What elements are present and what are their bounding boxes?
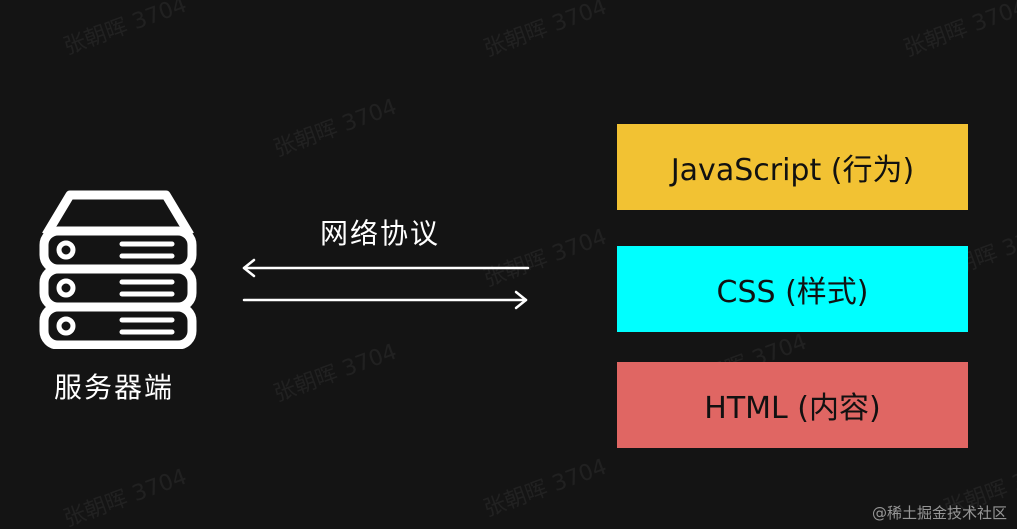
watermark: 张朝晖 3704 xyxy=(60,464,191,529)
watermark: 张朝晖 3704 xyxy=(480,454,611,523)
arrow-right-icon xyxy=(242,290,528,310)
protocol-arrows xyxy=(242,258,530,310)
arrow-left-icon xyxy=(242,258,530,278)
watermark: 张朝晖 3704 xyxy=(270,94,401,163)
watermark: 张朝晖 3704 xyxy=(900,0,1017,63)
layer-html: HTML (内容) xyxy=(617,362,968,448)
server-stack-icon xyxy=(39,190,197,349)
watermark: 张朝晖 3704 xyxy=(270,339,401,408)
watermark: 张朝晖 3704 xyxy=(480,0,611,63)
layer-css-label: CSS (样式) xyxy=(716,275,869,310)
layer-javascript-label: JavaScript (行为) xyxy=(670,153,915,188)
protocol-label: 网络协议 xyxy=(320,217,441,250)
layer-css: CSS (样式) xyxy=(617,246,968,332)
server-label: 服务器端 xyxy=(54,371,175,404)
watermark: 张朝晖 3704 xyxy=(60,0,191,61)
layer-javascript: JavaScript (行为) xyxy=(617,124,968,210)
footer-credit: @稀土掘金技术社区 xyxy=(871,504,1007,522)
layer-html-label: HTML (内容) xyxy=(704,391,881,426)
